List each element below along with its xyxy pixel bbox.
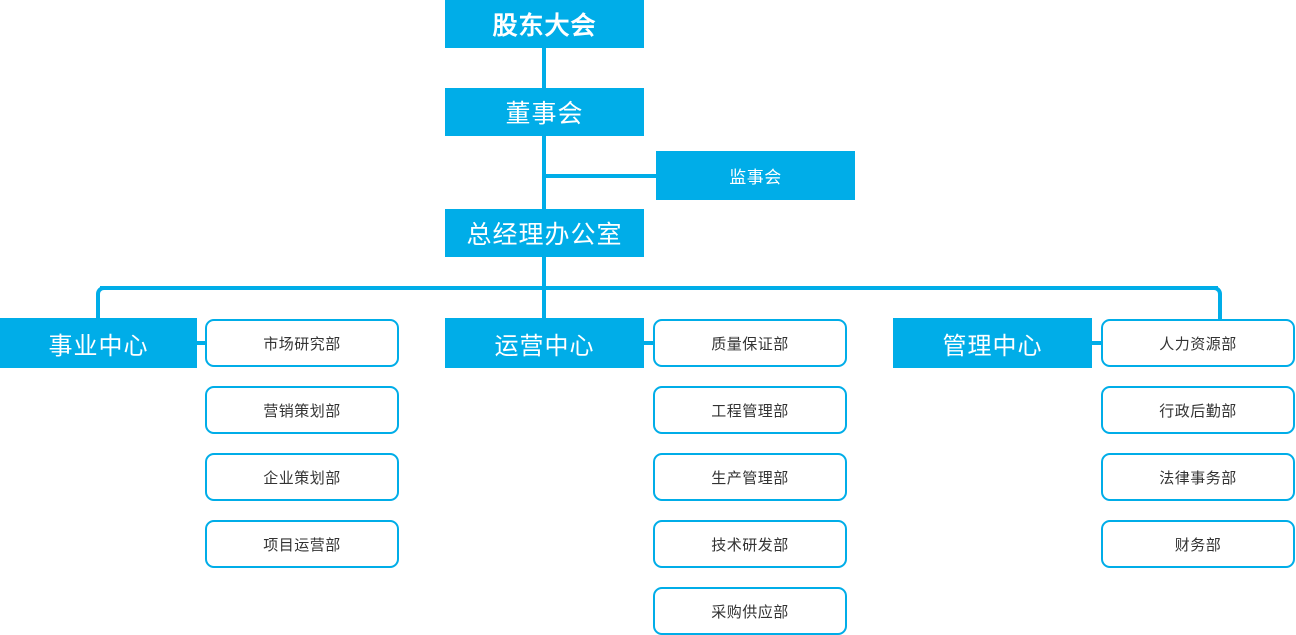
dept-box[interactable]: 行政后勤部 (1101, 386, 1295, 434)
connector-stub-management-center (1091, 341, 1105, 345)
node-board-of-supervisors[interactable]: 监事会 (656, 151, 855, 200)
node-shareholders-meeting[interactable]: 股东大会 (445, 0, 644, 48)
connector-bus-to-operations-center (542, 286, 546, 320)
connector-shareholders-to-board (542, 46, 546, 90)
connector-stub-business-center (195, 341, 209, 345)
connector-gm-office-to-bus (542, 255, 546, 292)
dept-box[interactable]: 人力资源部 (1101, 319, 1295, 367)
connector-stub-operations-center (643, 341, 657, 345)
dept-box[interactable]: 项目运营部 (205, 520, 399, 568)
node-general-manager-office[interactable]: 总经理办公室 (445, 209, 644, 257)
node-board-of-directors[interactable]: 董事会 (445, 88, 644, 136)
dept-box[interactable]: 法律事务部 (1101, 453, 1295, 501)
node-operations-center[interactable]: 运营中心 (445, 318, 644, 368)
dept-box[interactable]: 生产管理部 (653, 453, 847, 501)
connector-distribution-bar (100, 286, 1218, 290)
connector-board-to-supervisors (542, 174, 660, 178)
dept-box[interactable]: 市场研究部 (205, 319, 399, 367)
dept-box[interactable]: 采购供应部 (653, 587, 847, 635)
connector-board-to-gm-office (542, 134, 546, 211)
node-business-center[interactable]: 事业中心 (0, 318, 197, 368)
dept-box[interactable]: 财务部 (1101, 520, 1295, 568)
dept-box[interactable]: 技术研发部 (653, 520, 847, 568)
dept-box[interactable]: 营销策划部 (205, 386, 399, 434)
dept-box[interactable]: 质量保证部 (653, 319, 847, 367)
connector-elbow-left (96, 286, 110, 320)
dept-box[interactable]: 企业策划部 (205, 453, 399, 501)
node-management-center[interactable]: 管理中心 (893, 318, 1092, 368)
dept-box[interactable]: 工程管理部 (653, 386, 847, 434)
connector-elbow-right (1208, 286, 1222, 320)
